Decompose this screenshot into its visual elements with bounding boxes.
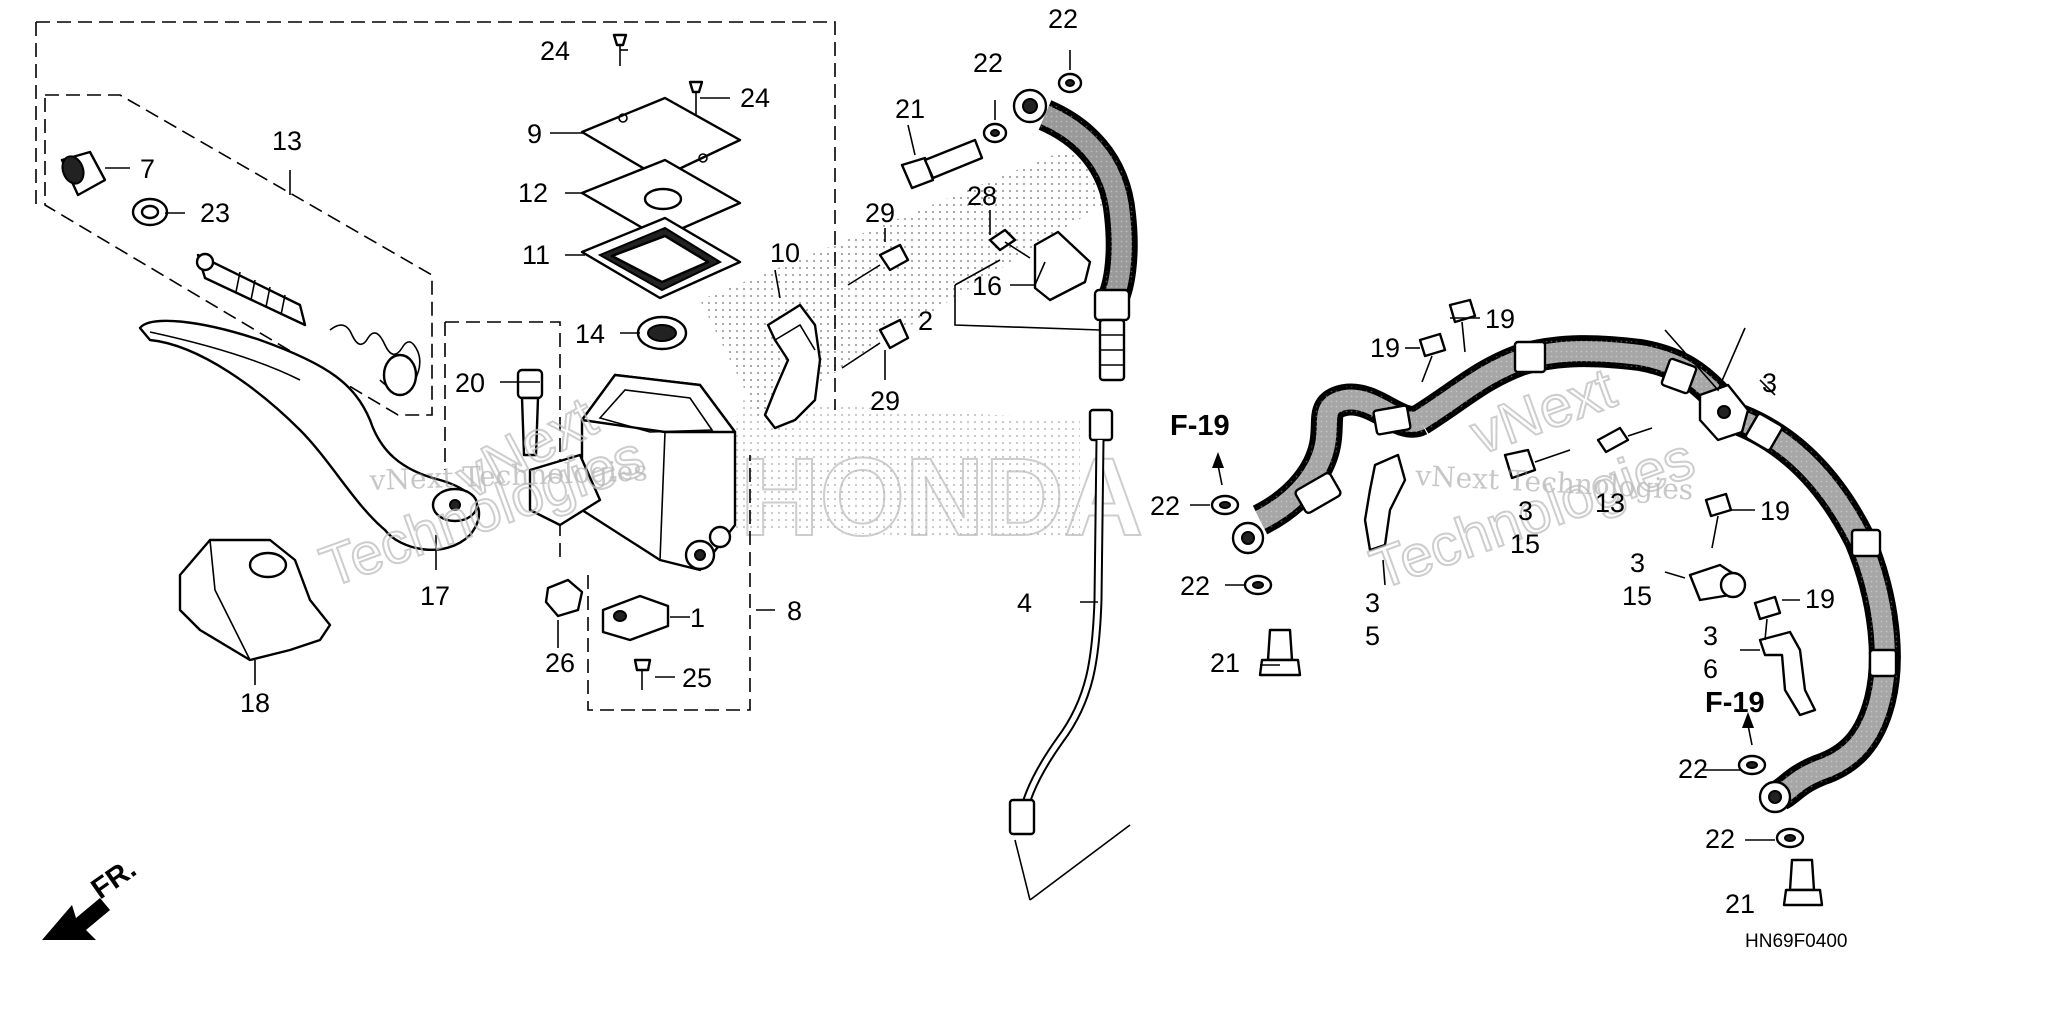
- master-cylinder-body: [516, 368, 737, 690]
- ref-label-f19-right: F-19: [1705, 687, 1765, 719]
- label-16: 16: [972, 271, 1002, 301]
- label-25: 25: [682, 663, 712, 693]
- label-11: 11: [522, 240, 550, 270]
- label-15a: 15: [1510, 529, 1540, 559]
- label-3d: 3: [1630, 548, 1645, 578]
- brake-hose-upper: [900, 72, 1138, 382]
- piston-parts: [60, 150, 421, 397]
- label-8: 8: [787, 596, 802, 626]
- label-6: 6: [1703, 654, 1718, 684]
- front-arrow-icon: [42, 898, 110, 940]
- front-label: FR.: [86, 853, 143, 906]
- label-10: 10: [770, 238, 800, 268]
- label-13b: 13: [1595, 488, 1625, 518]
- leader-lines: [105, 49, 1800, 906]
- label-29b: 29: [870, 386, 900, 416]
- label-22e: 22: [1678, 754, 1708, 784]
- label-4: 4: [1017, 588, 1032, 618]
- label-22d: 22: [1180, 571, 1210, 601]
- diagram-code: HN69F0400: [1745, 931, 1847, 952]
- label-28: 28: [967, 181, 997, 211]
- brand-watermark: HONDA: [700, 140, 1144, 560]
- label-22f: 22: [1705, 824, 1735, 854]
- label-1: 1: [690, 603, 705, 633]
- label-21b: 21: [1210, 648, 1240, 678]
- label-26: 26: [545, 648, 575, 678]
- label-3e: 3: [1703, 621, 1718, 651]
- part-labels: 24 24 9 12 11 14 13 7 23 20 10 29 29 21 …: [140, 4, 1847, 952]
- label-22c: 22: [1150, 491, 1180, 521]
- label-23: 23: [200, 198, 230, 228]
- label-22b: 22: [1048, 4, 1078, 34]
- ref-label-f19-left: F-19: [1170, 410, 1230, 442]
- label-12: 12: [518, 178, 548, 208]
- label-19c: 19: [1760, 496, 1790, 526]
- master-cylinder-group: [35, 21, 836, 711]
- reservoir-cap-parts: [580, 33, 742, 351]
- label-20: 20: [455, 368, 485, 398]
- label-22a: 22: [973, 48, 1003, 78]
- handlebar-holder: [763, 243, 910, 430]
- brake-hose-right: [1210, 298, 1901, 907]
- brake-pipe: [1008, 408, 1131, 901]
- label-15b: 15: [1622, 581, 1652, 611]
- label-21a: 21: [895, 94, 925, 124]
- label-24a: 24: [540, 36, 570, 66]
- label-13: 13: [272, 126, 302, 156]
- label-19b: 19: [1370, 333, 1400, 363]
- label-14: 14: [575, 319, 605, 349]
- label-19a: 19: [1485, 304, 1515, 334]
- label-19d: 19: [1805, 584, 1835, 614]
- label-3a: 3: [1762, 368, 1777, 398]
- label-7: 7: [140, 154, 155, 184]
- label-17: 17: [420, 581, 450, 611]
- brand-watermark-text: HONDA: [740, 436, 1143, 559]
- label-3c: 3: [1518, 496, 1533, 526]
- label-2: 2: [918, 306, 933, 336]
- label-24b: 24: [740, 83, 770, 113]
- label-5: 5: [1365, 621, 1380, 651]
- lever-cover: [178, 538, 332, 662]
- label-18: 18: [240, 688, 270, 718]
- label-29a: 29: [865, 198, 895, 228]
- label-3b: 3: [1365, 588, 1380, 618]
- brake-lever: [138, 319, 481, 551]
- label-21c: 21: [1725, 889, 1755, 919]
- front-direction-arrow: FR.: [42, 853, 142, 940]
- label-9: 9: [527, 119, 542, 149]
